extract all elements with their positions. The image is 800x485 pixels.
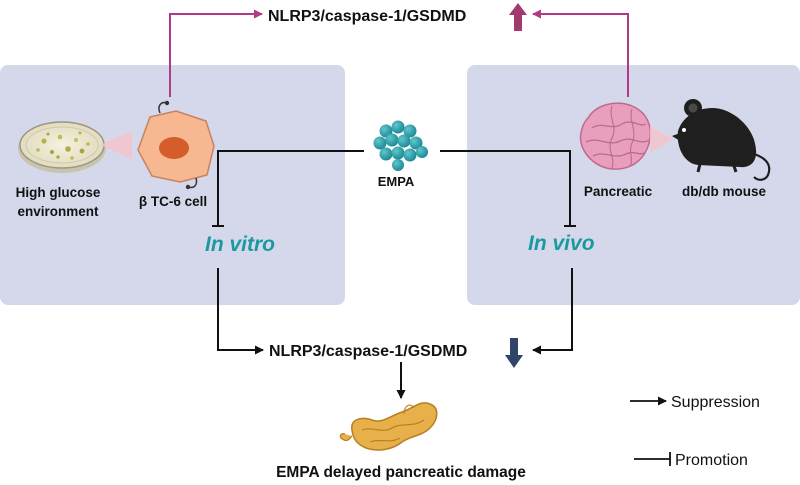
conclusion-label: EMPA delayed pancreatic damage	[276, 464, 526, 481]
bottom-pathway-label: NLRP3/caspase-1/GSDMD	[269, 343, 467, 360]
in-vitro-panel	[0, 65, 345, 305]
legend: Suppression Promotion	[630, 394, 760, 469]
suppression-edge-left	[217, 268, 264, 355]
suppression-edge-right	[532, 268, 573, 355]
projection-beam-right	[650, 126, 673, 153]
mouse-icon	[672, 99, 771, 181]
projection-beam-left	[100, 131, 132, 159]
in-vitro-label: In vitro	[205, 233, 275, 256]
up-arrow-icon	[509, 3, 527, 31]
organ-label: Pancreatic	[584, 184, 653, 199]
petri-dish-icon	[18, 121, 106, 173]
down-arrow-icon	[505, 338, 523, 368]
inhibition-edge-left	[217, 150, 364, 226]
in-vivo-label: In vivo	[528, 232, 595, 255]
legend-bar-label: Promotion	[675, 452, 748, 469]
promotion-edge-right	[532, 9, 629, 97]
drug-label: EMPA	[378, 174, 415, 189]
promotion-edge-left	[169, 9, 263, 97]
animal-label: db/db mouse	[682, 184, 766, 199]
damaged-pancreas-icon	[339, 402, 438, 451]
legend-arrow-label: Suppression	[671, 394, 760, 411]
cell-label: β TC-6 cell	[139, 194, 207, 209]
environment-label-line2: environment	[17, 204, 99, 219]
inhibition-edge-right	[440, 150, 571, 226]
top-pathway-label: NLRP3/caspase-1/GSDMD	[268, 8, 466, 25]
environment-label-line1: High glucose	[16, 185, 101, 200]
beta-cell-icon	[137, 100, 215, 190]
empa-drug-icon	[373, 120, 428, 171]
pancreas-icon	[579, 102, 652, 170]
